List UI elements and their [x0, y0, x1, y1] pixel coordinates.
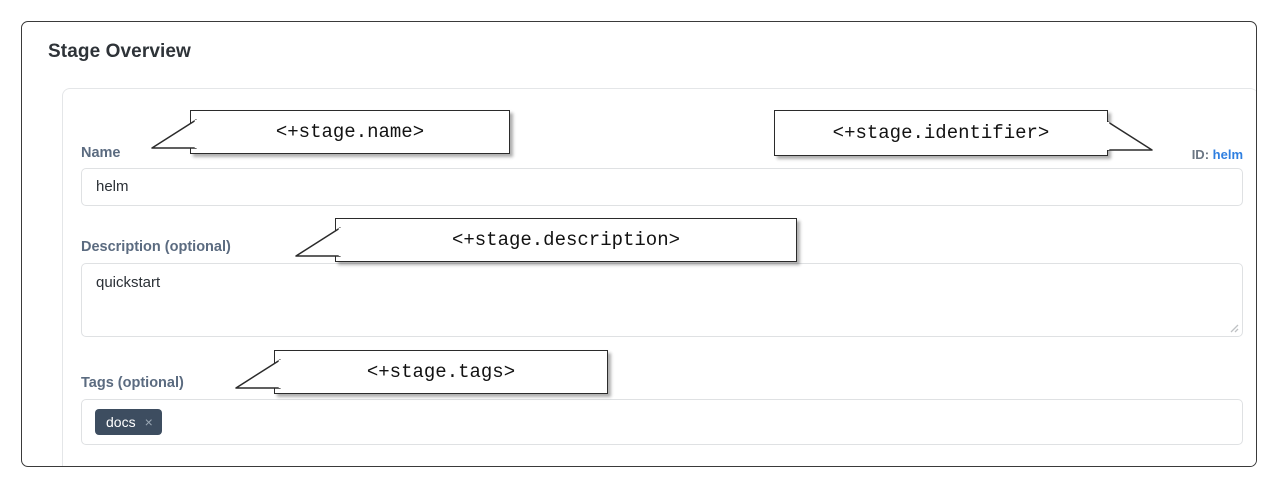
resize-grip-icon[interactable]: [1227, 321, 1239, 333]
tags-label: Tags (optional): [81, 375, 184, 391]
id-key-label: ID:: [1191, 147, 1210, 162]
screenshot-frame: Stage Overview Name ID: helm helm Descri…: [21, 21, 1257, 467]
callout-tags-tail: [235, 359, 282, 389]
stage-identifier-line: ID: helm: [1192, 147, 1243, 162]
tag-chip-remove-icon[interactable]: ×: [144, 414, 153, 430]
page-title: Stage Overview: [48, 41, 191, 62]
tags-input[interactable]: docs ×: [81, 399, 1243, 445]
tag-chip[interactable]: docs ×: [95, 409, 162, 435]
callout-stage-identifier: <+stage.identifier>: [774, 110, 1108, 156]
callout-stage-name: <+stage.name>: [190, 110, 510, 154]
callout-stage-tags: <+stage.tags>: [274, 350, 608, 394]
id-value-link[interactable]: helm: [1212, 147, 1243, 162]
name-input[interactable]: helm: [81, 168, 1243, 206]
name-input-value: helm: [96, 178, 129, 195]
name-label: Name: [81, 145, 121, 161]
description-textarea-value: quickstart: [96, 274, 161, 291]
description-label: Description (optional): [81, 239, 231, 255]
tag-chip-label: docs: [106, 414, 136, 430]
callout-identifier-tail: [1106, 121, 1153, 151]
callout-stage-description: <+stage.description>: [335, 218, 797, 262]
description-textarea[interactable]: quickstart: [81, 263, 1243, 337]
callout-name-tail: [151, 119, 198, 149]
callout-description-tail: [295, 227, 342, 257]
